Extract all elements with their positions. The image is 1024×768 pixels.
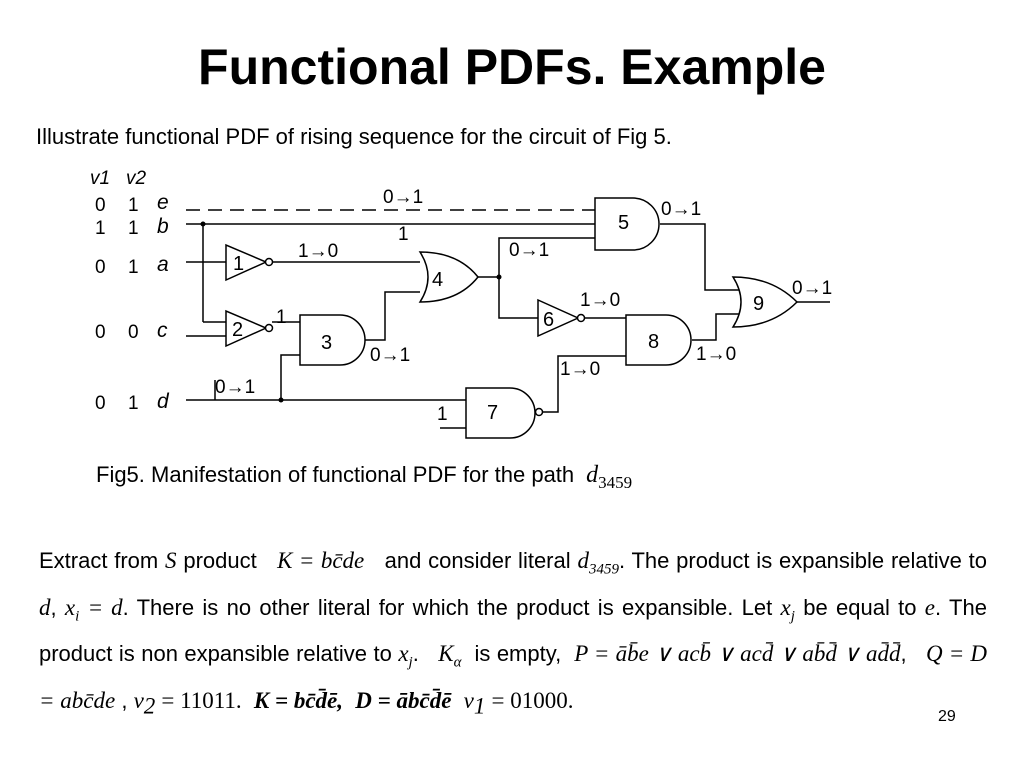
svg-text:0: 0 xyxy=(95,322,106,343)
gate-5: 5 xyxy=(594,197,660,251)
svg-text:8: 8 xyxy=(648,331,659,353)
input-row-a: 0 1 a xyxy=(95,253,169,278)
gate-7: 7 xyxy=(465,387,544,439)
svg-text:0: 0 xyxy=(95,257,106,278)
slide-subtitle: Illustrate functional PDF of rising sequ… xyxy=(36,124,672,149)
label-g5-out: 0→1 xyxy=(661,199,701,220)
svg-text:6: 6 xyxy=(543,309,554,331)
gate-2: 2 xyxy=(225,309,274,348)
label-g1-out: 1→0 xyxy=(298,241,338,262)
label-e-line: 0→1 xyxy=(383,187,423,208)
svg-text:c: c xyxy=(157,319,168,342)
d-bar-equation: D = ābc̄d̄ē xyxy=(355,687,452,713)
label-d-line: 0→1 xyxy=(215,377,255,398)
gate-1: 1 xyxy=(225,243,274,282)
svg-text:1: 1 xyxy=(128,218,139,239)
svg-text:b: b xyxy=(157,215,169,238)
body-paragraph: Extract from S product K = bc̄de and con… xyxy=(39,548,988,719)
svg-text:9: 9 xyxy=(753,293,764,315)
svg-text:1: 1 xyxy=(128,195,139,216)
label-g8-out: 1→0 xyxy=(696,344,736,365)
gate-6: 6 xyxy=(537,298,586,338)
junction-b xyxy=(200,221,206,227)
header-v2: v2 xyxy=(126,168,147,189)
junction-g4 xyxy=(496,274,502,280)
label-g3-out: 0→1 xyxy=(370,345,410,366)
junction-d xyxy=(278,397,284,403)
svg-text:0: 0 xyxy=(95,195,106,216)
wire-d-to-g3 xyxy=(280,354,300,400)
svg-text:d: d xyxy=(157,390,170,413)
svg-text:1: 1 xyxy=(128,257,139,278)
svg-text:1: 1 xyxy=(95,218,106,239)
gate-8: 8 xyxy=(625,314,692,366)
wire-g5-out xyxy=(660,223,740,291)
label-g4-out: 0→1 xyxy=(509,240,549,261)
label-g2-out: 1 xyxy=(276,307,287,328)
svg-text:7: 7 xyxy=(487,402,498,424)
wire-g3-out xyxy=(365,291,420,341)
label-g7-out: 1→0 xyxy=(560,359,600,380)
header-v1: v1 xyxy=(90,168,110,189)
gate-9: 9 xyxy=(731,276,799,328)
svg-text:4: 4 xyxy=(432,269,443,291)
svg-text:0: 0 xyxy=(128,322,139,343)
k-bar-equation: K = bc̄d̄ē, xyxy=(253,687,344,713)
gate-4: 4 xyxy=(418,251,479,303)
figure-caption: Fig5. Manifestation of functional PDF fo… xyxy=(96,462,633,492)
svg-text:a: a xyxy=(157,253,169,276)
label-b-to-5: 1 xyxy=(398,224,409,245)
gate-3: 3 xyxy=(299,314,366,366)
wire-g4-to-g6 xyxy=(498,277,538,319)
q-equation: Q = D = abc̄de xyxy=(39,641,988,713)
k-equation: K = bc̄de xyxy=(277,548,365,573)
input-row-e: 0 1 e xyxy=(95,191,169,216)
svg-text:2: 2 xyxy=(232,319,243,341)
svg-text:5: 5 xyxy=(618,212,629,234)
input-row-b: 1 1 b xyxy=(95,215,169,239)
svg-text:e: e xyxy=(157,191,169,214)
input-row-c: 0 0 c xyxy=(95,319,168,343)
svg-text:0: 0 xyxy=(95,393,106,414)
svg-text:1: 1 xyxy=(128,393,139,414)
slide-title: Functional PDFs. Example xyxy=(198,39,826,95)
wire-g8-out xyxy=(692,313,740,341)
input-row-d: 0 1 d xyxy=(95,390,170,414)
label-d-to-7: 1 xyxy=(437,404,448,425)
wire-g4-to-g5 xyxy=(478,237,595,278)
label-g9-out: 0→1 xyxy=(792,278,832,299)
page-number: 29 xyxy=(938,708,956,725)
circuit-diagram: v1 v2 0 1 e 1 1 b 0 1 a 0 0 c 0 1 d xyxy=(90,168,832,439)
svg-text:1: 1 xyxy=(233,253,244,275)
p-equation: P = āb̄e ∨ acb̄ ∨ acd̄ ∨ ab̄d̄ ∨ ad̄d̄ xyxy=(574,641,901,667)
wire-g7-out xyxy=(543,355,626,413)
label-g6-out: 1→0 xyxy=(580,290,620,311)
svg-text:3: 3 xyxy=(321,332,332,354)
